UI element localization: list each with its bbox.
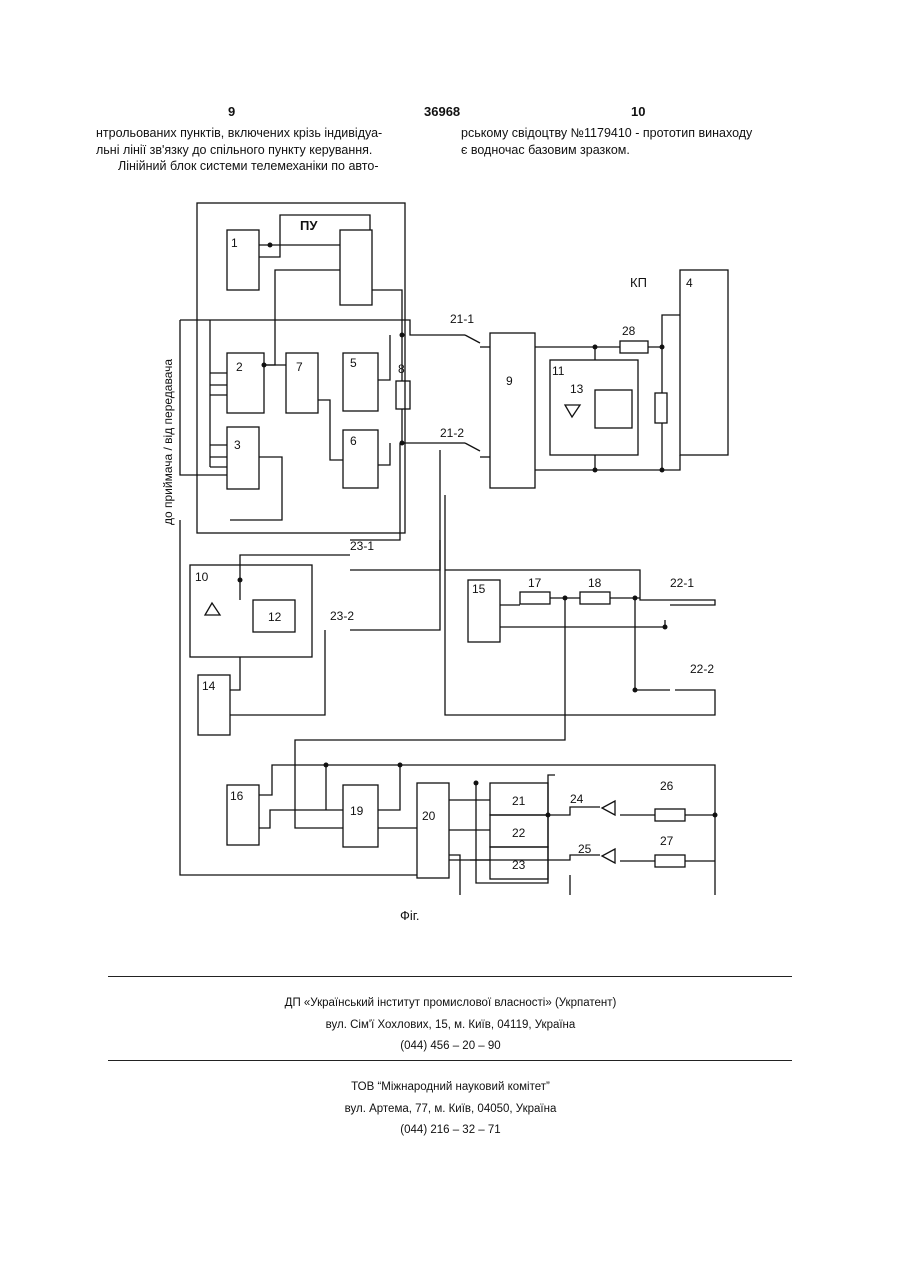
switch-label: 23-2 (330, 609, 354, 623)
footer-divider-middle (108, 1060, 792, 1061)
block-label: 20 (422, 809, 436, 823)
block-label: 6 (350, 434, 357, 448)
block-8 (396, 381, 410, 409)
block-2 (227, 353, 264, 413)
page-number-right: 10 (631, 104, 645, 119)
block-label: 26 (660, 779, 674, 793)
block-label: 23 (512, 858, 526, 872)
junction-dots (238, 243, 718, 818)
switch-label: 22-1 (670, 576, 694, 590)
block-label: 28 (622, 324, 636, 338)
footer-org1-name: ДП «Український інститут промислової вла… (0, 997, 901, 1009)
resistor-18 (580, 592, 610, 604)
text-line: є водночас базовим зразком. (461, 142, 787, 159)
block-label: 21 (512, 794, 526, 808)
resistor-28 (620, 341, 648, 353)
led-25 (602, 849, 615, 863)
side-label: до приймача / від передавача (161, 359, 175, 525)
resistor-17 (520, 592, 550, 604)
footer-divider-top (108, 976, 792, 977)
block-label: 2 (236, 360, 243, 374)
text-line: нтрольованих пунктів, включених крізь ін… (96, 125, 422, 142)
block-label: 1 (231, 236, 238, 250)
block-label: 3 (234, 438, 241, 452)
block-label: 27 (660, 834, 674, 848)
resistor-kp (655, 393, 667, 423)
block-9 (490, 333, 535, 488)
block-label: 24 (570, 792, 584, 806)
block-label: 22 (512, 826, 526, 840)
block-label: 9 (506, 374, 513, 388)
diode-13-top (565, 405, 580, 417)
text-column-left: нтрольованих пунктів, включених крізь ін… (96, 125, 422, 175)
footer-org2-phone: (044) 216 – 32 – 71 (0, 1124, 901, 1136)
footer-org1-address: вул. Сім'ї Хохлових, 15, м. Київ, 04119,… (0, 1019, 901, 1031)
resistor-26 (655, 809, 685, 821)
text-line: рському свідоцтву №1179410 - прототип ви… (461, 125, 787, 142)
text-line: Лінійний блок системи телемеханіки по ав… (96, 158, 422, 175)
led-24 (602, 801, 615, 815)
switch-label: 21-2 (440, 426, 464, 440)
block-label: 18 (588, 576, 602, 590)
block-6 (343, 430, 378, 488)
block-label: 15 (472, 582, 486, 596)
label-pu: ПУ (300, 218, 318, 233)
footer-org1-phone: (044) 456 – 20 – 90 (0, 1040, 901, 1052)
block-20 (417, 783, 449, 878)
switch-label: 21-1 (450, 312, 474, 326)
text-column-right: рському свідоцтву №1179410 - прототип ви… (461, 125, 787, 158)
block-label: 19 (350, 804, 364, 818)
block-label: 4 (686, 276, 693, 290)
block-4 (340, 230, 372, 305)
block-3 (227, 427, 259, 489)
diode-13-bottom (205, 603, 220, 615)
text-line: льні лінії зв'язку до спільного пункту к… (96, 142, 422, 159)
patent-number: 36968 (424, 104, 460, 119)
block-label: 14 (202, 679, 216, 693)
switch-label: 22-2 (690, 662, 714, 676)
block-label: 7 (296, 360, 303, 374)
block-label: 5 (350, 356, 357, 370)
block-12-top (595, 390, 632, 428)
block-label: 11 (552, 364, 565, 378)
figure-caption: Фіг. (400, 908, 420, 923)
block-label: 17 (528, 576, 542, 590)
block-label: 8 (398, 362, 405, 376)
page-number-left: 9 (228, 104, 235, 119)
footer-org2-name: ТОВ “Міжнародний науковий комітет” (0, 1081, 901, 1093)
block-label: 25 (578, 842, 592, 856)
resistor-27 (655, 855, 685, 867)
kp-outline (680, 270, 728, 455)
block-label: 13 (570, 382, 584, 396)
label-kp: КП (630, 275, 647, 290)
circuit-diagram: ПУ КП до приймача / від передавача 21-1 … (150, 195, 750, 895)
block-label: 12 (268, 610, 282, 624)
footer-org2-address: вул. Артема, 77, м. Київ, 04050, Україна (0, 1103, 901, 1115)
block-label: 10 (195, 570, 209, 584)
block-label: 16 (230, 789, 244, 803)
switch-label: 23-1 (350, 539, 374, 553)
block-5 (343, 353, 378, 411)
